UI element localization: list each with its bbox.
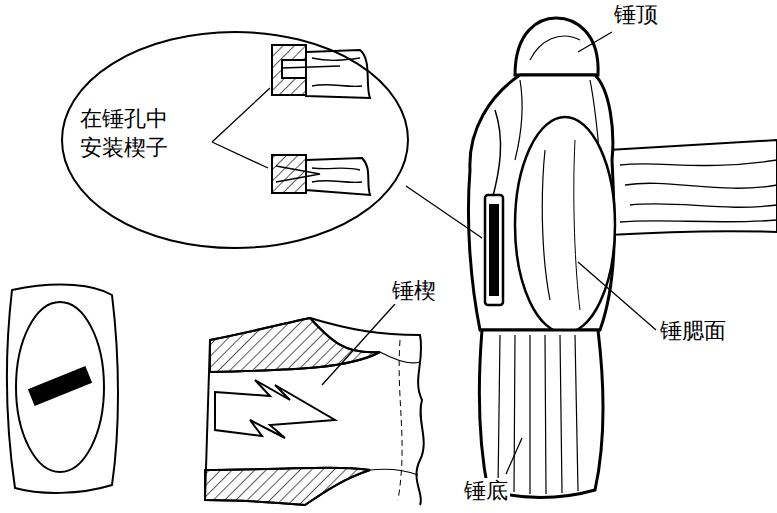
part-label: 锤腮面 [658, 318, 728, 344]
part-label: 锤底 [462, 478, 510, 504]
detail-ellipse: 在锤孔中 安装楔子 [60, 30, 410, 250]
node-text: 在锤孔中 安装楔子 [80, 105, 175, 162]
part-label: 锤楔 [390, 278, 438, 304]
part-label: 锤顶 [612, 2, 660, 28]
